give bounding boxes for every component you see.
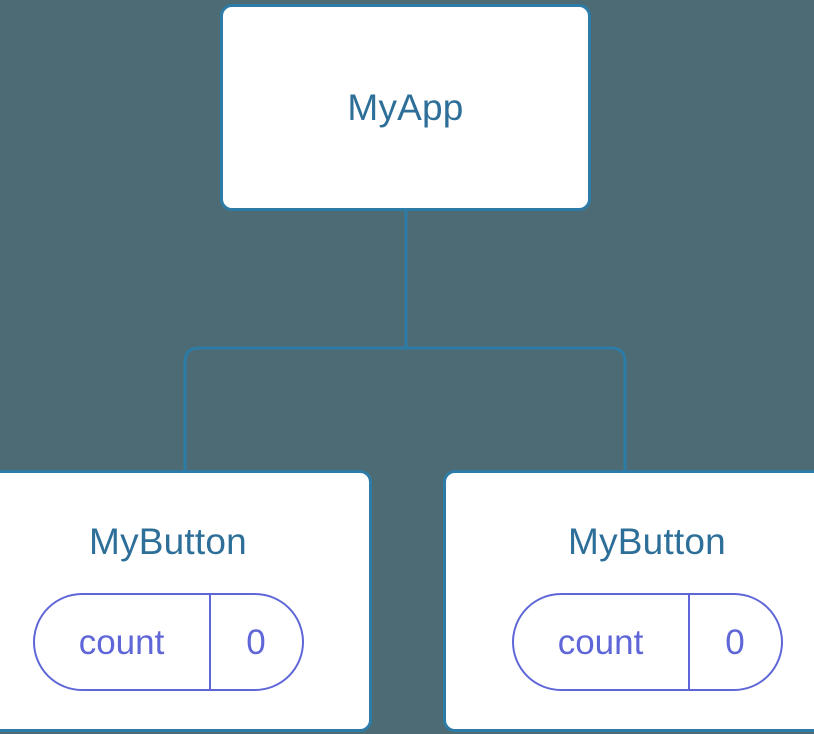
node-mybutton-right-label: MyButton (568, 521, 726, 562)
state-pill-left-value: 0 (211, 595, 302, 689)
state-pill-right-value-label: 0 (725, 622, 745, 662)
connector-branch-left (183, 346, 406, 474)
node-mybutton-left[interactable]: MyButton count 0 (0, 470, 372, 732)
node-mybutton-right[interactable]: MyButton count 0 (443, 470, 814, 732)
state-pill-left-value-label: 0 (246, 622, 266, 662)
state-pill-right-key-label: count (557, 622, 644, 662)
node-myapp-label: MyApp (347, 87, 464, 128)
node-mybutton-left-label: MyButton (89, 521, 247, 562)
node-myapp[interactable]: MyApp (220, 4, 591, 211)
state-pill-left[interactable]: count 0 (32, 593, 304, 691)
state-pill-left-key: count (35, 595, 211, 689)
state-pill-left-key-label: count (78, 622, 165, 662)
state-pill-right-key: count (514, 595, 690, 689)
state-pill-right-value: 0 (690, 595, 781, 689)
connector-branch-right (406, 346, 627, 474)
state-pill-right[interactable]: count 0 (511, 593, 783, 691)
